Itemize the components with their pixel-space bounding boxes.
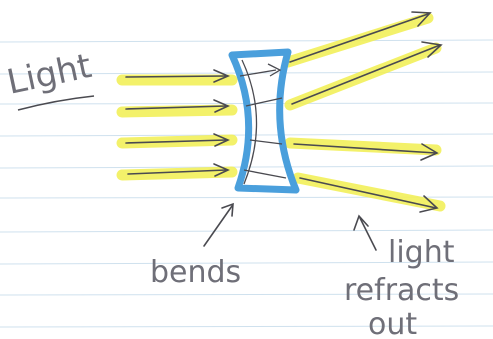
concave-lens (228, 48, 300, 194)
light-underline (17, 95, 95, 111)
label-light-refracts-line2: refracts (344, 273, 459, 308)
outgoing-rays (289, 11, 443, 213)
label-light: Light (4, 46, 95, 103)
incoming-rays (125, 69, 231, 177)
rays-inside-lens (239, 63, 287, 179)
label-light-refracts-line3: out (368, 307, 417, 339)
label-light-refracts-line1: light (388, 235, 455, 270)
annotation-arrows (203, 202, 377, 251)
bends-arrow (203, 205, 233, 247)
refracts-arrow (359, 217, 377, 251)
label-bends: bends (150, 255, 241, 290)
